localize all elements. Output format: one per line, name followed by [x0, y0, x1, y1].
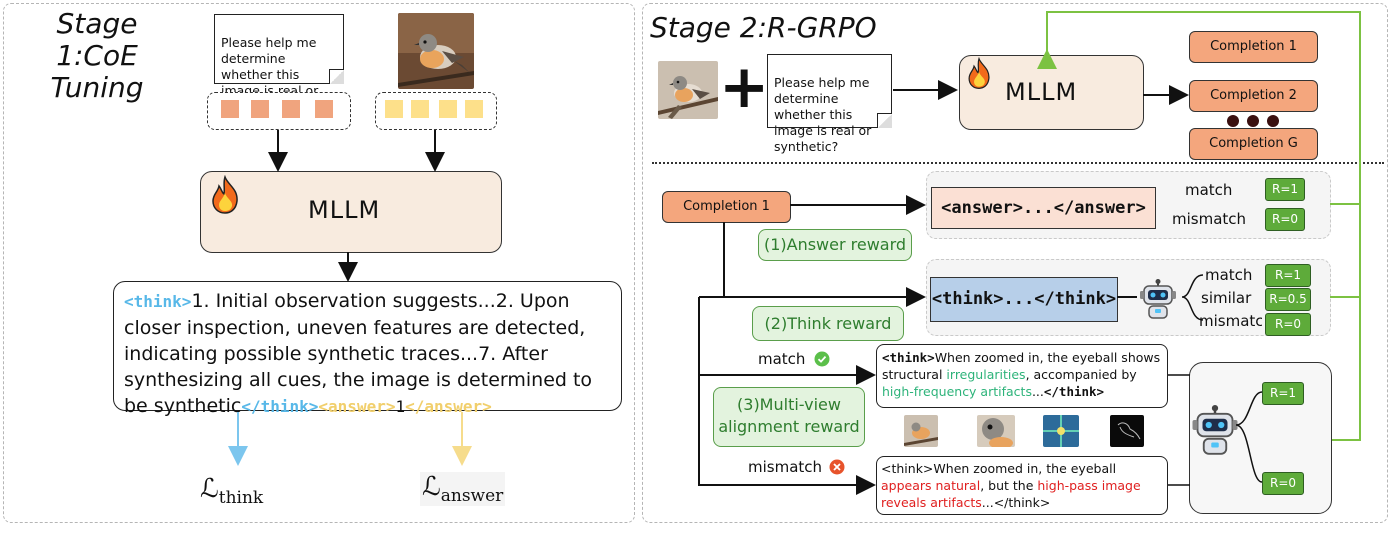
stage1-prompt-bubble: Please help me determine whether this im…	[214, 14, 344, 114]
think-mismatch-label: mismatch	[1199, 312, 1262, 330]
mv-match-label: match	[758, 350, 806, 368]
stage1-mllm-box	[200, 171, 502, 253]
mv-match-t3: ...	[1031, 384, 1044, 399]
mv-mismatch-tag-open: <think>	[881, 461, 934, 476]
answer-open-tag: <answer>	[318, 397, 396, 416]
mv-label-line2: alignment reward	[718, 417, 860, 436]
view-original-image	[904, 415, 938, 447]
mv-mismatch-text-box: <think>When zoomed in, the eyeball appea…	[876, 456, 1168, 515]
answer-close-tag: </answer>	[405, 397, 492, 416]
loss-answer-symbol: ℒ	[422, 472, 441, 502]
stage2-panel	[642, 3, 1388, 523]
answer-value: 1	[395, 397, 406, 416]
mv-mismatch-tag-close: </think>	[993, 495, 1051, 510]
mv-mismatch-label: mismatch	[748, 458, 823, 476]
robot-icon	[1140, 279, 1176, 323]
answer-mismatch-label: mismatch	[1172, 210, 1247, 228]
plus-icon: +	[719, 52, 770, 122]
answer-tag-box: <answer>...</answer>	[931, 187, 1156, 229]
think-mismatch-clip: mismatch	[1199, 311, 1262, 331]
flame-icon	[965, 56, 993, 94]
stage2-prompt-text: Please help me determine whether this im…	[774, 75, 872, 154]
stage1-title: Stage 1:CoE Tuning	[12, 8, 182, 104]
completion-2-box: Completion 2	[1189, 80, 1318, 112]
mv-label-line1: (3)Multi-view	[737, 395, 841, 414]
think-reward-similar: R=0.5	[1265, 288, 1311, 311]
completion-1-source: Completion 1	[662, 191, 791, 223]
think-reward-label: (2)Think reward	[752, 306, 904, 341]
stage2-title: Stage 2:R-GRPO	[650, 11, 877, 44]
mv-match-text-box: <think>When zoomed in, the eyeball shows…	[876, 344, 1168, 408]
text-token	[251, 100, 269, 118]
image-token	[439, 100, 457, 118]
answer-tag-text: <answer>...</answer>	[941, 198, 1146, 218]
mv-match-tag-close: </think>	[1043, 384, 1105, 399]
stage2-mllm-label: MLLM	[1005, 78, 1078, 106]
text-token	[315, 100, 333, 118]
mv-mismatch-t1: When zoomed in, the eyeball	[933, 461, 1117, 476]
answer-reward-match: R=1	[1265, 178, 1305, 201]
mv-reward-mismatch: R=0	[1262, 472, 1304, 495]
mv-mismatch-r1: appears natural	[881, 478, 981, 493]
mv-mismatch-t2: , but the	[980, 478, 1038, 493]
mv-reward-match: R=1	[1262, 382, 1304, 405]
loss-answer: ℒanswer	[420, 472, 506, 507]
think-match-label: match	[1205, 266, 1253, 284]
think-open-tag: <think>	[124, 292, 192, 311]
mv-match-g1: irregularities	[946, 367, 1026, 382]
stage2-prompt-bubble: Please help me determine whether this im…	[767, 54, 892, 154]
stage1-bird-image	[398, 13, 474, 89]
think-similar-label: similar	[1201, 289, 1252, 307]
think-body: 1. Initial observation suggests...2. Upo…	[124, 290, 593, 417]
mv-match-g2: high-frequency artifacts	[882, 384, 1032, 399]
mv-mismatch-t3: ...	[981, 495, 994, 510]
mv-mismatch-r2: high-pass image reveals artifacts	[881, 478, 1141, 510]
completion-g-box: Completion G	[1189, 128, 1318, 160]
cross-icon	[829, 459, 845, 479]
stage2-bird-image	[658, 61, 718, 119]
think-close-tag: </think>	[241, 397, 319, 416]
think-reward-match: R=1	[1265, 264, 1311, 287]
answer-reward-label: (1)Answer reward	[758, 229, 912, 261]
view-highpass-image	[1110, 415, 1144, 447]
mv-match-tag-open: <think>	[882, 350, 935, 365]
loss-think: ℒthink	[200, 474, 263, 508]
stage1-mllm-label: MLLM	[308, 196, 381, 224]
answer-match-label: match	[1185, 181, 1233, 199]
view-zoomed-image	[977, 415, 1015, 447]
stage1-panel	[3, 3, 635, 523]
stage1-title-text: Stage 1:CoE Tuning	[50, 7, 144, 104]
image-token	[465, 100, 483, 118]
stage2-separator	[652, 162, 1384, 164]
text-token	[282, 100, 300, 118]
completion-1-box: Completion 1	[1189, 31, 1318, 63]
loss-answer-subscript: answer	[440, 486, 504, 507]
judge-robot-icon	[1192, 405, 1238, 459]
stage1-output-text: <think>1. Initial observation suggests..…	[113, 281, 622, 417]
loss-think-symbol: ℒ	[200, 474, 219, 504]
check-icon	[814, 351, 830, 371]
text-token	[221, 100, 239, 118]
view-frequency-image	[1043, 415, 1079, 447]
think-tag-box: <think>...</think>	[930, 277, 1118, 322]
answer-reward-mismatch: R=0	[1265, 208, 1305, 231]
loss-think-subscript: think	[218, 488, 264, 509]
image-token	[411, 100, 429, 118]
flame-icon	[208, 174, 242, 219]
think-reward-mismatch: R=0	[1265, 313, 1311, 336]
mv-match-t2: , accompanied by	[1025, 367, 1137, 382]
multiview-reward-label: (3)Multi-view alignment reward	[713, 387, 865, 447]
image-token	[385, 100, 403, 118]
think-tag-text: <think>...</think>	[931, 289, 1117, 309]
